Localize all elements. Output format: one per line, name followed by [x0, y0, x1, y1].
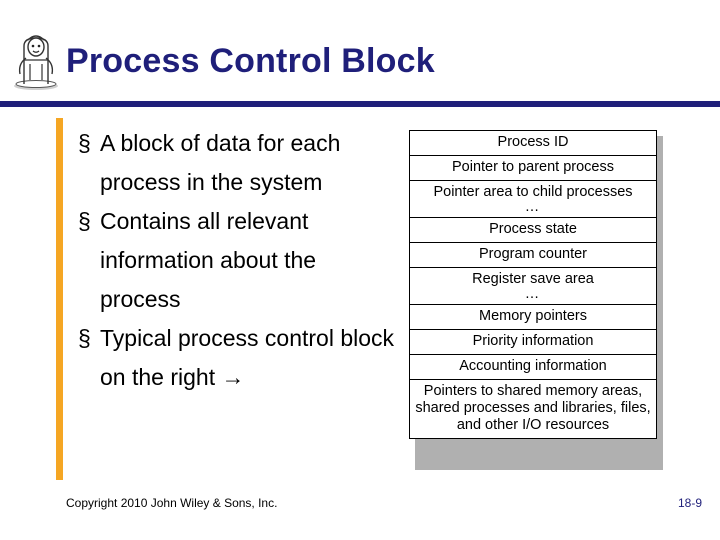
table-row: Accounting information: [410, 355, 656, 380]
list-item: § Contains all relevant information abou…: [78, 202, 398, 319]
table-row: Process state: [410, 218, 656, 243]
pcb-table: Process ID Pointer to parent process Poi…: [409, 130, 657, 439]
list-item: § A block of data for each process in th…: [78, 124, 398, 202]
table-row: Program counter: [410, 243, 656, 268]
table-row: Pointers to shared memory areas, shared …: [410, 380, 656, 438]
table-row: Priority information: [410, 330, 656, 355]
list-item: § Typical process control block on the r…: [78, 319, 398, 397]
page-number: 18-9: [677, 496, 702, 510]
table-cell: Process state: [489, 221, 577, 237]
table-cell: Accounting information: [459, 358, 607, 374]
table-row: Memory pointers: [410, 305, 656, 330]
bullet-marker-icon: §: [78, 130, 91, 156]
bullet-marker-icon: §: [78, 208, 91, 234]
table-cell: Pointer to parent process: [451, 159, 614, 175]
bullet-text: A block of data for each process in the …: [100, 130, 341, 195]
table-row: Pointer to parent process: [410, 156, 656, 181]
mascot-icon: [8, 30, 64, 92]
table-row: Pointer area to child processes …: [410, 181, 656, 218]
ellipsis-icon: …: [524, 199, 542, 215]
table-cell: Pointer area to child processes: [433, 184, 633, 200]
table-cell: Pointers to shared memory areas, shared …: [415, 383, 651, 433]
table-row: Process ID: [410, 131, 656, 156]
bullet-text: Typical process control block on the rig…: [100, 325, 395, 390]
bullet-text: Contains all relevant information about …: [100, 208, 317, 312]
accent-bar: [56, 118, 63, 480]
title-divider: [0, 101, 720, 107]
ellipsis-icon: …: [524, 286, 542, 302]
table-cell: Priority information: [472, 333, 594, 349]
page-title: Process Control Block: [66, 42, 435, 80]
bullet-list: § A block of data for each process in th…: [78, 124, 398, 397]
table-cell: Process ID: [497, 134, 569, 150]
copyright-notice: Copyright 2010 John Wiley & Sons, Inc.: [66, 496, 278, 510]
table-row: Register save area …: [410, 268, 656, 305]
table-cell: Memory pointers: [479, 308, 587, 324]
bullet-marker-icon: §: [78, 325, 91, 351]
table-cell: Program counter: [479, 246, 587, 262]
table-cell: Register save area: [472, 271, 594, 287]
